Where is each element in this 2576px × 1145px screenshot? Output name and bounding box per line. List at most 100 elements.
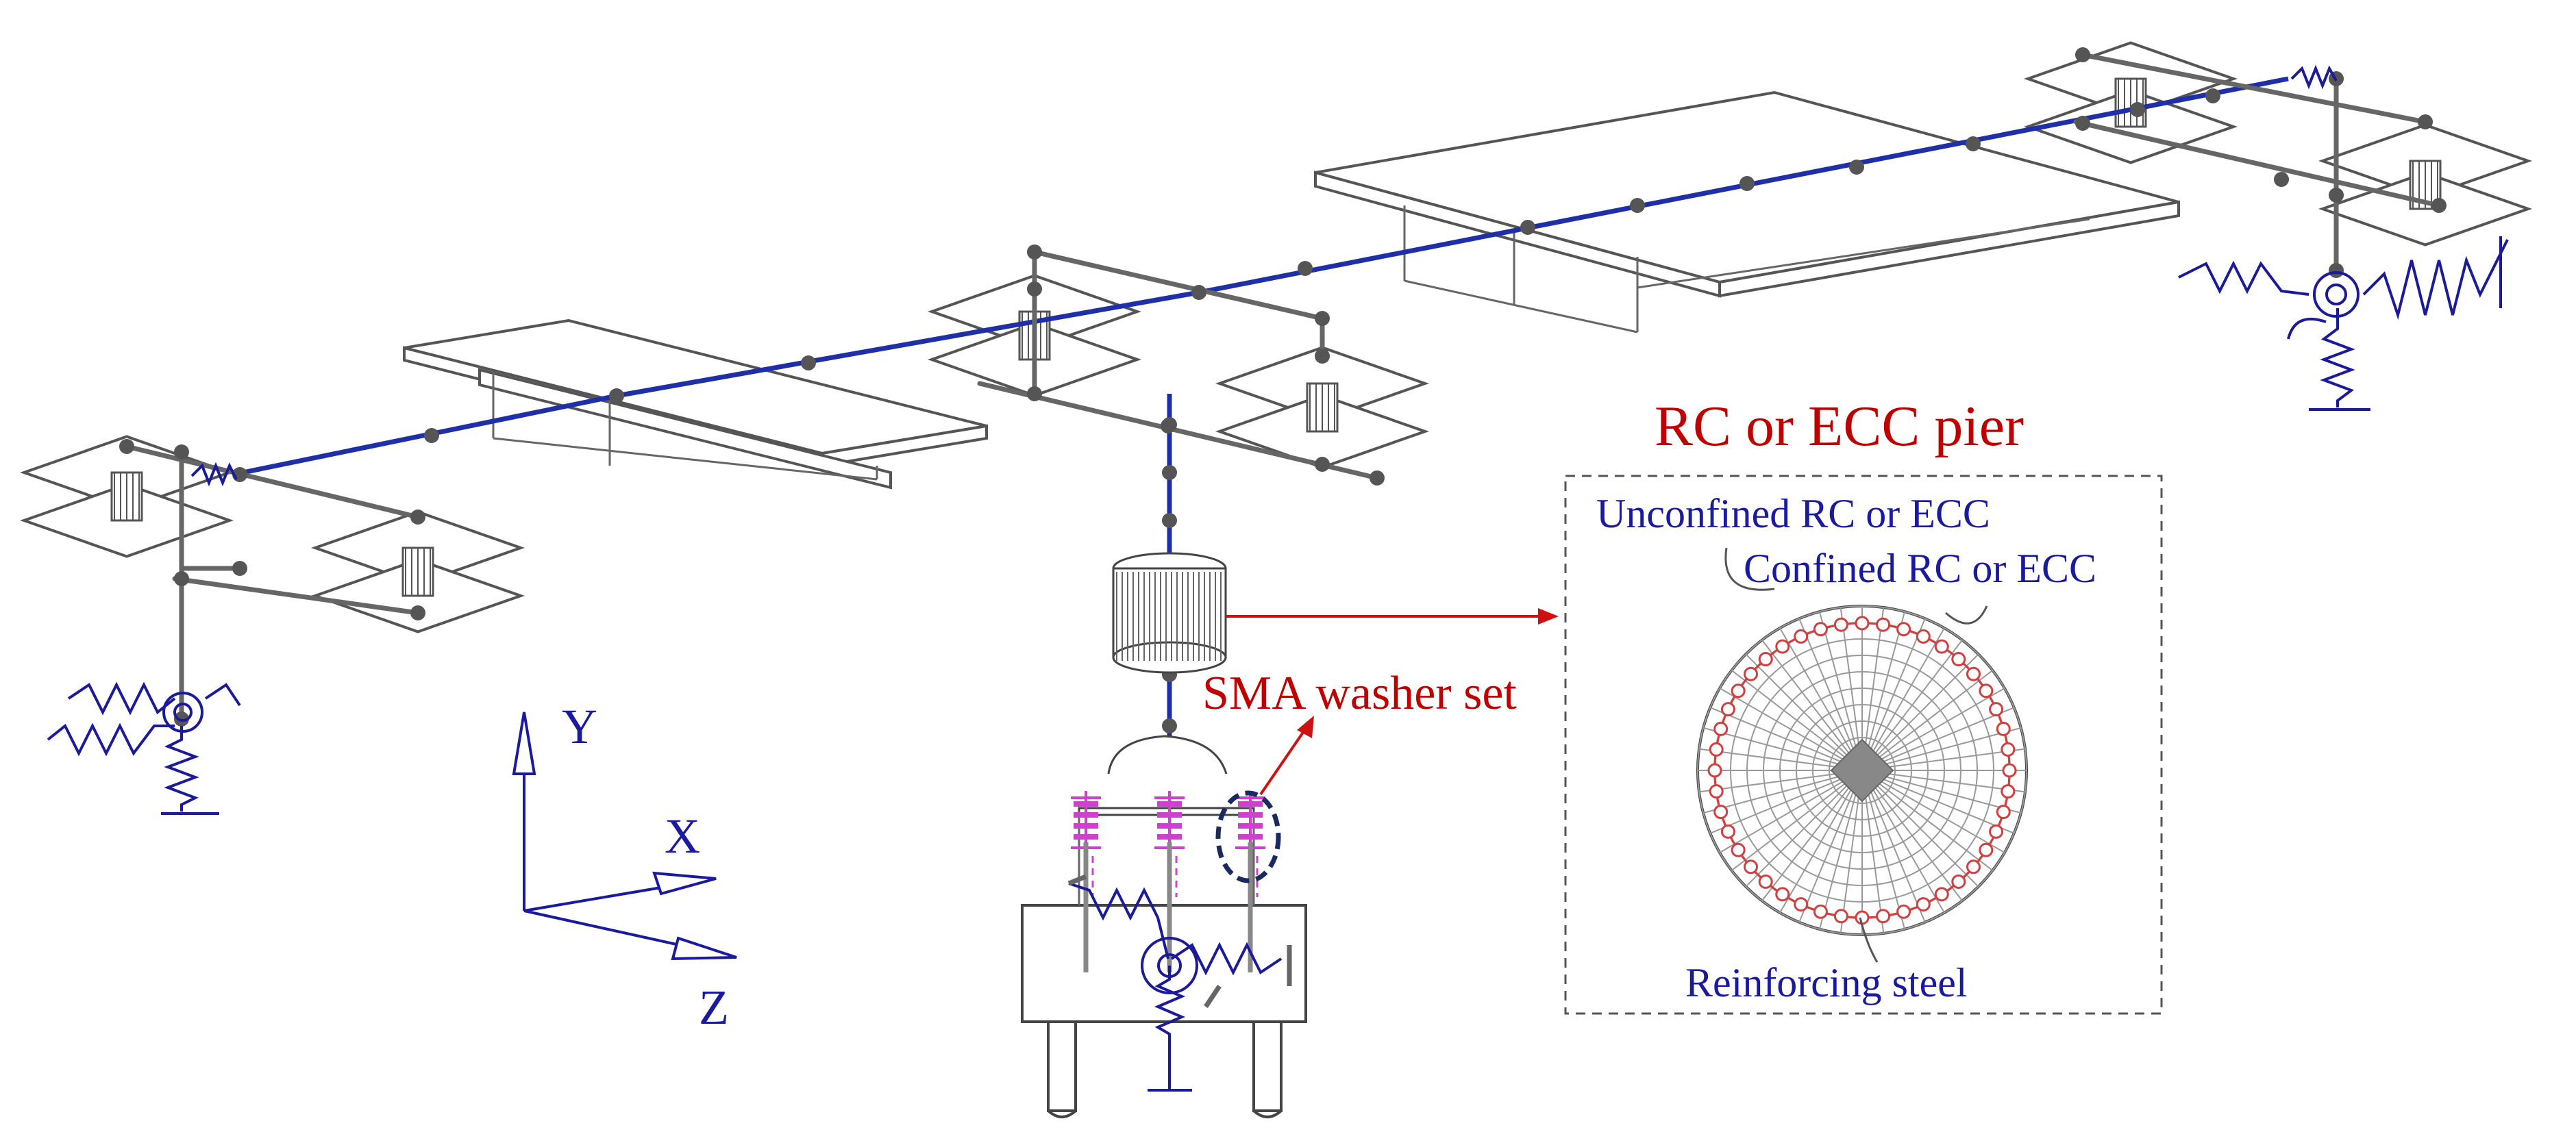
reinforcing-label: Reinforcing steel (1685, 960, 1968, 1005)
node-dot (1966, 136, 1981, 151)
rebar-circle (1709, 784, 1724, 799)
section-radial-line (1861, 770, 1963, 902)
section-core (1830, 738, 1894, 803)
node-dot (119, 439, 134, 454)
section-radial-line (1745, 653, 1863, 771)
rebar-circle (1966, 859, 1981, 875)
node-dot (424, 428, 439, 443)
rebar-circle (1744, 859, 1759, 875)
rebar-circle (1833, 617, 1848, 632)
node-dot (1739, 176, 1755, 191)
rebar-circle (1813, 622, 1828, 637)
node-dot (609, 388, 624, 403)
rebar-circle (1794, 629, 1809, 644)
rebar-circle (1713, 721, 1729, 736)
sma-washer-disc (1238, 812, 1263, 818)
axis-y-label: Y (562, 699, 597, 754)
section-radial-line (1861, 770, 1945, 914)
bearing-plates (19, 41, 2533, 633)
rebar-circle (2002, 763, 2017, 778)
section-radial-line (1731, 770, 1863, 871)
rebar-circle (1934, 887, 1949, 902)
node-dot (2075, 47, 2090, 62)
sma-washer-disc (1157, 823, 1182, 829)
rebar-circle (1855, 616, 1870, 631)
section-radial-line (1861, 653, 1979, 771)
sma-washer-1 (1071, 791, 1101, 897)
pier-column-fiber-cylinder (1112, 552, 1227, 674)
rebar-circle (2001, 742, 2016, 757)
deck-segment-left (403, 318, 988, 490)
rebar-circle (1916, 629, 1931, 644)
node-dot (1162, 465, 1177, 480)
node-dot (1191, 285, 1206, 300)
section-radial-line (1761, 770, 1863, 902)
section-radial-line (1779, 770, 1863, 914)
section-radial-line (1702, 770, 1863, 814)
section-radial-line (1798, 618, 1863, 771)
rebar-circle (1775, 887, 1790, 902)
rebar-circle (1916, 897, 1931, 912)
node-dot (1520, 220, 1535, 235)
sma-washer-disc (1157, 801, 1182, 807)
rebar-circle (1989, 824, 2004, 839)
node-dot (801, 355, 816, 370)
node-dot (2075, 116, 2090, 131)
bearing-right-back (2023, 41, 2238, 164)
node-dot (1315, 311, 1330, 326)
rebar-circle (1758, 874, 1773, 889)
node-dot (1162, 417, 1177, 432)
section-radial-line (1861, 618, 1926, 771)
rebar-circle (1896, 904, 1911, 919)
section-radial-line (1861, 670, 1994, 771)
node-dot (1027, 244, 1042, 260)
section-radial-line (1861, 727, 2022, 771)
node-dot (1162, 513, 1177, 528)
node-dot (2418, 114, 2433, 129)
node-dot (1849, 160, 1864, 175)
sma-washer-disc (1238, 834, 1263, 840)
sma-washer-disc (1074, 801, 1098, 807)
bearing-left-front (310, 510, 525, 633)
rebar-circle (1979, 683, 1994, 699)
rebar-circle (1876, 617, 1891, 632)
node-dot (2130, 102, 2145, 117)
node-dot (1315, 349, 1330, 364)
bearing-center-front (1215, 346, 1430, 469)
node-dot (232, 561, 247, 576)
section-radial-line (1861, 770, 2005, 853)
sma-washer-disc (1074, 812, 1098, 818)
bearing-left-back (19, 435, 234, 558)
coordinate-axes: Y X Z (512, 699, 737, 1035)
rebar-circle (2001, 784, 2016, 799)
rebar-circle (1758, 652, 1773, 667)
rebar-circle (1951, 874, 1966, 889)
node-dot (1298, 261, 1313, 276)
pier-title-label: RC or ECC pier (1655, 394, 2024, 458)
node-dot (410, 509, 425, 525)
section-radial-line (1861, 707, 2015, 771)
rebar-circle (1896, 622, 1911, 637)
section-radial-line (1761, 639, 1863, 771)
rebar-circle (1966, 666, 1981, 681)
rebar-circle (1876, 909, 1891, 924)
sma-washer-disc (1238, 823, 1263, 829)
pier-base-assembly (1021, 735, 1307, 1118)
section-radial-line (1719, 770, 1863, 853)
node-dot (1027, 386, 1042, 401)
section-radial-line (1709, 707, 1863, 771)
rebar-circle (1979, 842, 1994, 857)
section-radial-line (1861, 639, 1963, 771)
model-nodes (119, 47, 2447, 733)
node-dot (2274, 172, 2289, 187)
rebar-circle (1731, 683, 1746, 699)
rebar-circle (1833, 909, 1848, 924)
unconfined-leader (1724, 547, 1775, 591)
rebar-circle (1713, 805, 1729, 820)
sma-washer-disc (1074, 834, 1098, 840)
section-radial-line (1861, 770, 1906, 930)
rebar-circle (1934, 639, 1949, 654)
highlighted-washer-ellipse (1215, 790, 1281, 883)
